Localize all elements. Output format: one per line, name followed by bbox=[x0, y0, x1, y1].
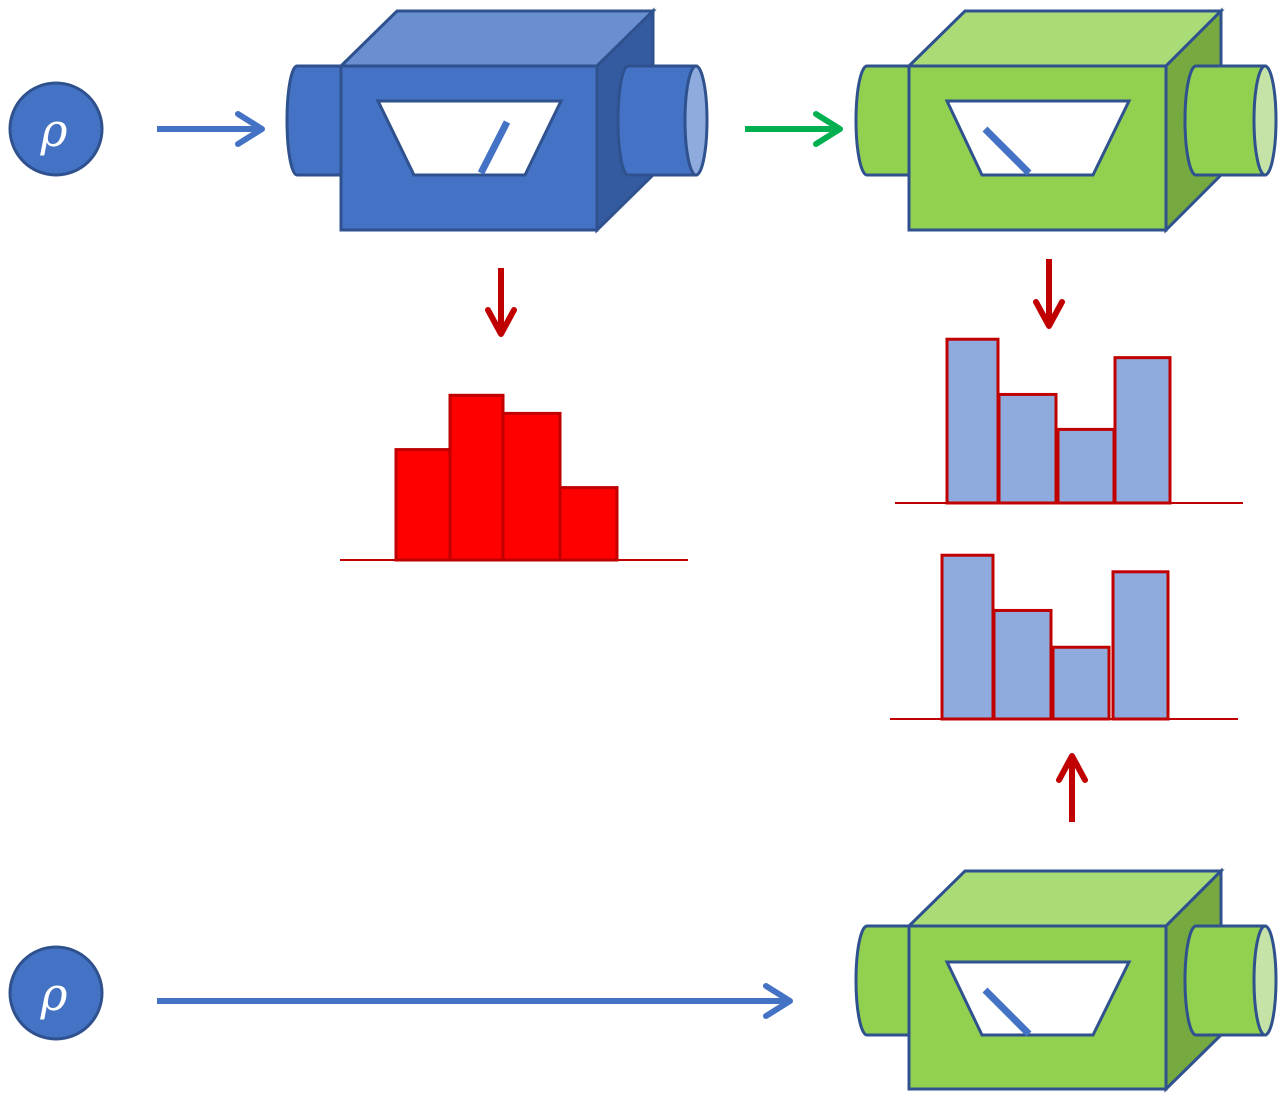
histogram-bar-1 bbox=[945, 337, 1000, 505]
arrow-device2-to-histogram bbox=[1033, 259, 1065, 329]
histogram-bar-2 bbox=[992, 608, 1053, 721]
arrow-device1-to-device2 bbox=[745, 111, 843, 147]
histogram-bar-3 bbox=[1051, 645, 1111, 721]
measurement-device-green-bottom bbox=[854, 867, 1278, 1093]
histogram-bar-4 bbox=[558, 486, 619, 562]
histogram-bar-4 bbox=[1111, 570, 1170, 721]
needle-icon bbox=[477, 120, 511, 175]
measurement-device-green-top bbox=[854, 7, 1278, 234]
histogram-bar-2 bbox=[997, 392, 1058, 505]
needle-icon bbox=[982, 987, 1032, 1037]
gauge-window-icon bbox=[944, 960, 1132, 1037]
histogram-first-device bbox=[340, 393, 688, 562]
rho-circle-icon bbox=[8, 945, 104, 1041]
arrow-device3-to-histogram bbox=[1056, 753, 1088, 822]
histogram-bar-1 bbox=[940, 553, 995, 721]
arrow-rho-to-device3 bbox=[157, 983, 793, 1019]
histogram-bar-3 bbox=[501, 411, 562, 562]
state-rho-top: ρ bbox=[8, 81, 104, 177]
histogram-second-device-top bbox=[895, 337, 1243, 505]
arrow-rho-to-device1 bbox=[157, 111, 265, 147]
measurement-device-blue bbox=[285, 7, 709, 234]
histogram-bar-4 bbox=[1113, 356, 1172, 505]
state-label-bottom: ρ bbox=[39, 967, 67, 1021]
histogram-bar-1 bbox=[394, 448, 452, 562]
gauge-window-icon bbox=[375, 99, 564, 177]
rho-circle-icon bbox=[8, 81, 104, 177]
histogram-second-device-bottom bbox=[890, 553, 1238, 721]
histogram-bar-2 bbox=[448, 393, 505, 562]
needle-icon bbox=[982, 126, 1032, 176]
arrow-device1-to-histogram bbox=[485, 268, 517, 337]
gauge-window-icon bbox=[944, 99, 1132, 177]
state-label-top: ρ bbox=[39, 103, 67, 157]
state-rho-bottom: ρ bbox=[8, 945, 104, 1041]
histogram-bar-3 bbox=[1056, 427, 1116, 505]
